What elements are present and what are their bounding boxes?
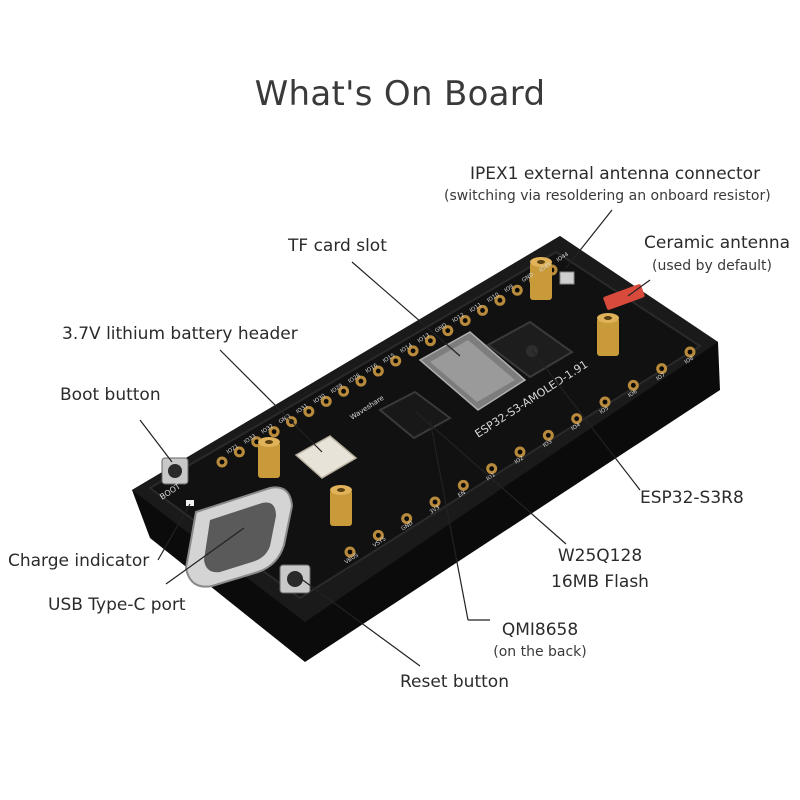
label-boot: Boot button	[60, 385, 161, 405]
bottom-header-pin-label: IO6	[627, 389, 639, 399]
label-flash: W25Q128	[557, 546, 643, 566]
leader-ceramic	[627, 279, 651, 297]
top-header-pad-hole	[254, 439, 260, 445]
label-reset: Reset button	[400, 672, 509, 692]
label-ceramic: Ceramic antenna	[644, 233, 791, 253]
top-header-pad-hole	[323, 398, 329, 404]
label-ipex-sub: (switching via resoldering an onboard re…	[444, 188, 771, 204]
label-qmi-sub: (on the back)	[493, 644, 587, 660]
label-ipex: IPEX1 external antenna connector	[470, 164, 761, 184]
label-esp32: ESP32-S3R8	[640, 488, 744, 508]
leader-tf	[351, 261, 461, 357]
top-header-pin-label: IO9	[504, 284, 516, 294]
bottom-header-pad-hole	[602, 399, 608, 405]
bottom-header-pad-hole	[404, 516, 410, 522]
ceramic-antenna	[603, 284, 645, 310]
top-header-pad-hole	[219, 459, 225, 465]
bottom-pin-header	[344, 346, 696, 558]
top-header-pad-hole	[341, 388, 346, 394]
bottom-header-pin-label: 3V3	[429, 505, 442, 516]
leader-charge	[157, 503, 191, 561]
top-header-pad-hole	[271, 429, 277, 435]
top-header-pad-hole	[236, 449, 242, 455]
reset-button-cap	[287, 571, 303, 587]
top-header-pad-hole	[462, 318, 468, 323]
top-header-pin-label: GND	[278, 413, 292, 425]
bottom-header-pin-label: IO2	[514, 455, 525, 465]
label-ceramic-sub: (used by default)	[652, 258, 772, 274]
leader-battery	[219, 349, 323, 453]
leader-ipex	[565, 209, 613, 269]
top-header-pad-hole	[497, 297, 503, 303]
usb-c-port	[184, 486, 294, 588]
bottom-header-pin-label: IO5	[599, 405, 611, 415]
brass-standoff-4	[330, 485, 352, 526]
label-flash-sub: 16MB Flash	[551, 572, 649, 592]
leader-lines	[139, 209, 651, 667]
bottom-header-pin-label: IO8	[684, 355, 696, 365]
label-battery: 3.7V lithium battery header	[62, 324, 298, 344]
leader-qmi-b	[429, 419, 469, 621]
bottom-header-pin-label: IO4	[570, 422, 582, 432]
leader-flash	[415, 411, 567, 545]
bottom-header-pad-hole	[489, 466, 495, 472]
brass-standoff-1	[530, 257, 552, 300]
top-header-pad-hole	[306, 409, 312, 414]
top-header-pad-hole	[428, 338, 433, 344]
brass-standoff-3	[258, 437, 280, 478]
label-qmi: QMI8658	[501, 620, 579, 640]
charge-indicator-led	[186, 500, 194, 506]
top-header-pin-label: GND	[521, 272, 535, 284]
bottom-header-pin-label: IO1	[485, 472, 496, 482]
bottom-header-pad-hole	[432, 499, 438, 505]
leader-reset	[299, 577, 421, 667]
label-tf-card: TF card slot	[288, 236, 387, 256]
top-header-pad-hole	[445, 328, 451, 334]
bottom-header-pin-label: EN	[457, 490, 467, 499]
boot-button-cap	[168, 464, 182, 478]
top-pin-header	[216, 264, 558, 468]
label-usb: USB Type-C port	[48, 595, 186, 615]
battery-header	[294, 435, 358, 479]
bottom-header-pad-hole	[375, 532, 381, 538]
top-header-pad-hole	[410, 348, 416, 354]
top-header-pad-hole	[375, 368, 381, 374]
top-header-pad-hole	[393, 358, 399, 364]
leader-boot	[139, 419, 173, 463]
bottom-header-pad-hole	[630, 382, 636, 388]
bottom-header-pad-hole	[574, 416, 580, 422]
leader-esp	[531, 349, 641, 491]
bottom-header-pad-hole	[460, 482, 466, 488]
brass-standoff-2	[597, 313, 619, 356]
bottom-header-pad-hole	[659, 366, 665, 372]
bottom-header-pad-hole	[545, 432, 551, 438]
tf-card-slot-inner	[430, 340, 515, 402]
page-title: What's On Board	[254, 74, 546, 114]
bottom-header-pin-label: GND	[400, 520, 414, 532]
top-header-pin-label: GND	[434, 323, 448, 335]
bottom-header-pad-hole	[687, 349, 693, 355]
top-header-pad-hole	[480, 308, 485, 313]
top-header-pad-hole	[514, 287, 520, 293]
bottom-header-pad-hole	[347, 549, 353, 555]
ipex-connector	[559, 271, 575, 285]
top-header-pad-hole	[358, 378, 364, 384]
label-charge: Charge indicator	[8, 551, 150, 571]
bottom-header-pin-label: IO7	[655, 372, 667, 382]
bottom-header-pin-label: IO3	[542, 439, 554, 449]
bottom-header-pad-hole	[517, 449, 523, 455]
leader-usb	[165, 527, 245, 585]
